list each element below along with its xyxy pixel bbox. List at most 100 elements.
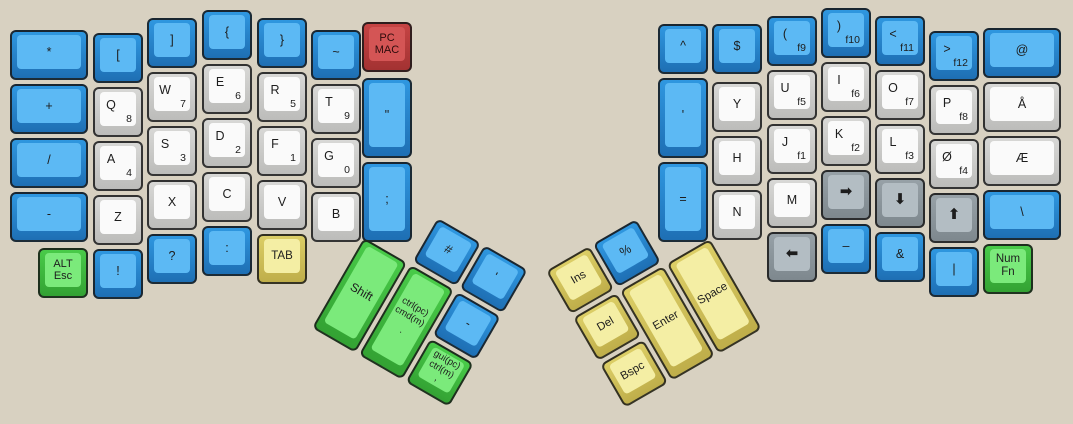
key-a-ring[interactable]: Å — [983, 82, 1061, 132]
key-arrow-right[interactable]: ➡ — [821, 170, 871, 220]
key-colon[interactable]: : — [202, 226, 252, 276]
key-p-label: P — [942, 96, 952, 110]
key-y[interactable]: Y — [712, 82, 762, 132]
key-percent-cap: % — [601, 226, 650, 275]
key-apostrophe[interactable]: ' — [658, 78, 708, 158]
key-d-label: D — [215, 129, 225, 143]
key-x-cap: X — [154, 185, 190, 219]
key-minus-label: - — [46, 207, 52, 221]
key-open-brace[interactable]: { — [202, 10, 252, 60]
key-backslash[interactable]: \ — [983, 190, 1061, 240]
key-greater-than[interactable]: >f12 — [929, 31, 979, 81]
key-plus[interactable]: + — [10, 84, 88, 134]
key-equals[interactable]: = — [658, 162, 708, 242]
key-tab-cap: TAB — [264, 239, 300, 273]
key-b[interactable]: B — [311, 192, 361, 242]
key-pipe[interactable]: | — [929, 247, 979, 297]
key-k-sublabel: f2 — [851, 142, 860, 154]
key-asterisk-cap: * — [17, 35, 81, 69]
key-h[interactable]: H — [712, 136, 762, 186]
key-z[interactable]: Z — [93, 195, 143, 245]
key-tab[interactable]: TAB — [257, 234, 307, 284]
key-c-cap: C — [209, 177, 245, 211]
key-l-sublabel: f3 — [905, 150, 914, 162]
key-g-sublabel: 0 — [344, 164, 350, 176]
key-thumb-quote-cap: ' — [471, 252, 520, 301]
key-n-cap: N — [719, 195, 755, 229]
key-ampersand-cap: & — [882, 237, 918, 271]
key-ampersand[interactable]: & — [875, 232, 925, 282]
key-dollar-label: $ — [733, 39, 741, 53]
key-arrow-up[interactable]: ⬆ — [929, 193, 979, 243]
key-arrow-down[interactable]: ⬇ — [875, 178, 925, 228]
key-ae[interactable]: Æ — [983, 136, 1061, 186]
key-b-cap: B — [318, 197, 354, 231]
key-b-label: B — [331, 207, 341, 221]
key-minus[interactable]: - — [10, 192, 88, 242]
key-at-cap: @ — [990, 33, 1054, 67]
key-exclamation[interactable]: ! — [93, 249, 143, 299]
key-c[interactable]: C — [202, 172, 252, 222]
key-x[interactable]: X — [147, 180, 197, 230]
key-close-brace[interactable]: } — [257, 18, 307, 68]
key-close-paren[interactable]: )f10 — [821, 8, 871, 58]
key-v[interactable]: V — [257, 180, 307, 230]
key-caret[interactable]: ^ — [658, 24, 708, 74]
key-o-label: O — [888, 81, 898, 95]
key-open-bracket[interactable]: [ — [93, 33, 143, 83]
key-tilde[interactable]: ~ — [311, 30, 361, 80]
key-dollar[interactable]: $ — [712, 24, 762, 74]
key-arrow-down-cap: ⬇ — [882, 183, 918, 217]
key-slash[interactable]: / — [10, 138, 88, 188]
key-arrow-left[interactable]: ⬅ — [767, 232, 817, 282]
key-close-bracket-label: ] — [170, 33, 174, 47]
key-close-bracket[interactable]: ] — [147, 18, 197, 68]
key-f-sublabel: 1 — [290, 152, 296, 164]
key-asterisk[interactable]: * — [10, 30, 88, 80]
key-double-quote-cap: " — [369, 83, 405, 147]
key-double-quote[interactable]: " — [362, 78, 412, 158]
key-less-than[interactable]: <f11 — [875, 16, 925, 66]
key-dash[interactable]: – — [821, 224, 871, 274]
key-arrow-left-label: ⬅ — [785, 244, 799, 262]
key-question[interactable]: ? — [147, 234, 197, 284]
key-slash-label: / — [47, 153, 51, 167]
key-semicolon[interactable]: ; — [362, 162, 412, 242]
key-at[interactable]: @ — [983, 28, 1061, 78]
key-arrow-down-label: ⬇ — [893, 190, 907, 208]
key-open-paren[interactable]: (f9 — [767, 16, 817, 66]
key-n[interactable]: N — [712, 190, 762, 240]
key-close-brace-label: } — [279, 33, 285, 47]
key-m[interactable]: M — [767, 178, 817, 228]
